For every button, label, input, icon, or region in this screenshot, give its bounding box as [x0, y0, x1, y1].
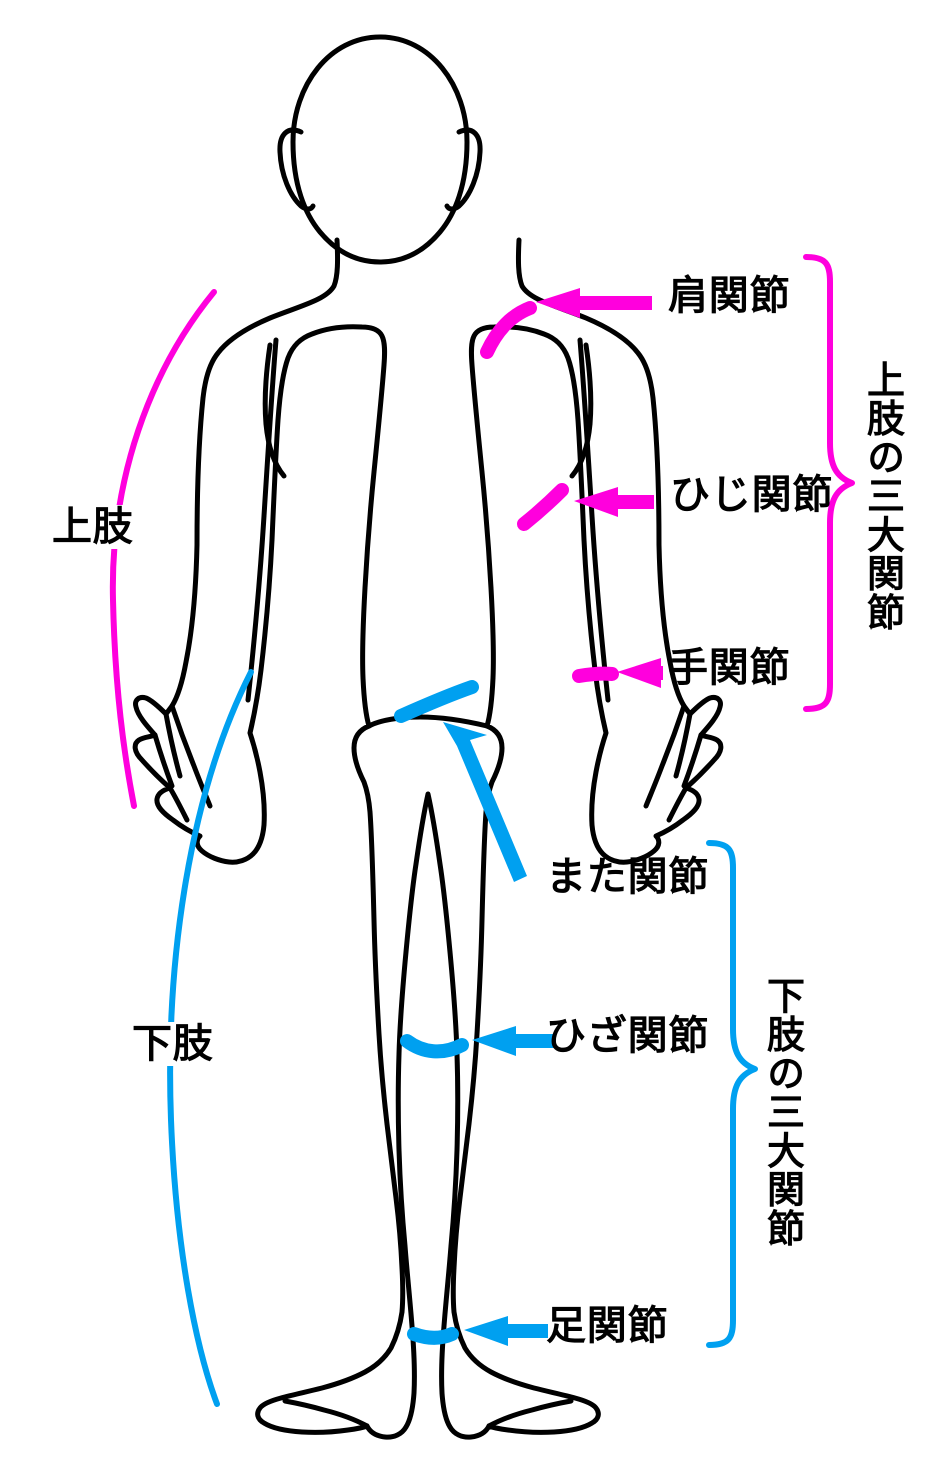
knee-arrow	[472, 1026, 556, 1056]
upper-limb-markers	[480, 301, 619, 683]
hand-right-detail-a	[643, 703, 687, 809]
label-lower-limb: 下肢	[128, 1022, 218, 1066]
label-elbow-joint: ひじ関節	[670, 472, 834, 518]
label-knee-joint: ひざ関節	[546, 1013, 710, 1059]
label-upper-limb: 上肢	[48, 505, 138, 549]
head-outline	[290, 34, 470, 265]
ear-left-outline	[277, 127, 316, 212]
body-silhouette	[132, 237, 724, 1440]
elbow-joint-marker	[517, 483, 569, 531]
foot-left-toe-line	[282, 1398, 370, 1429]
label-hip-joint: また関節	[546, 854, 710, 900]
upper-limb-arrows	[536, 288, 663, 688]
lower-limb-span-arc	[167, 669, 254, 1407]
pectoral-line-left	[262, 342, 287, 479]
inner-arm-line-left	[245, 337, 279, 703]
label-ankle-joint: 足関節	[546, 1303, 669, 1349]
hand-right-detail-c	[681, 732, 704, 789]
ear-right-outline	[444, 127, 483, 212]
knee-joint-marker	[400, 1034, 469, 1059]
body-outline	[132, 34, 724, 1440]
label-wrist-joint: 手関節	[668, 645, 791, 691]
foot-right-toe-line	[486, 1398, 574, 1429]
lower-limb-brace	[706, 840, 758, 1348]
hand-right-detail-b	[673, 711, 693, 779]
shoulder-arrow	[536, 288, 652, 318]
wrist-joint-marker	[572, 666, 619, 683]
hand-left-detail-c	[152, 732, 175, 789]
ankle-joint-marker	[407, 1327, 459, 1345]
hand-left-detail-b	[163, 711, 183, 779]
ankle-arrow	[464, 1316, 548, 1346]
wrist-arrow-tail	[645, 666, 663, 680]
wrist-arrow	[617, 658, 661, 688]
lower-limb-markers	[394, 680, 479, 1345]
crotch-line	[366, 714, 490, 729]
upper-limb-brace	[803, 254, 855, 712]
shoulder-joint-marker	[480, 301, 537, 359]
inner-arm-line-right	[577, 337, 611, 703]
upper-limb-span-arc	[109, 289, 217, 809]
hand-left-detail-d	[167, 785, 190, 823]
label-upper-limb-three-major-joints: 上肢の三大関節	[860, 360, 905, 632]
elbow-arrow	[574, 487, 654, 517]
lower-limb-arrows	[443, 722, 556, 1346]
hip-arrow	[443, 722, 527, 882]
pectoral-line-right	[569, 342, 594, 479]
label-lower-limb-three-major-joints: 下肢の三大関節	[760, 976, 805, 1248]
label-shoulder-joint: 肩関節	[668, 273, 791, 319]
hand-right-detail-d	[666, 785, 689, 823]
hip-joint-marker	[394, 680, 479, 723]
